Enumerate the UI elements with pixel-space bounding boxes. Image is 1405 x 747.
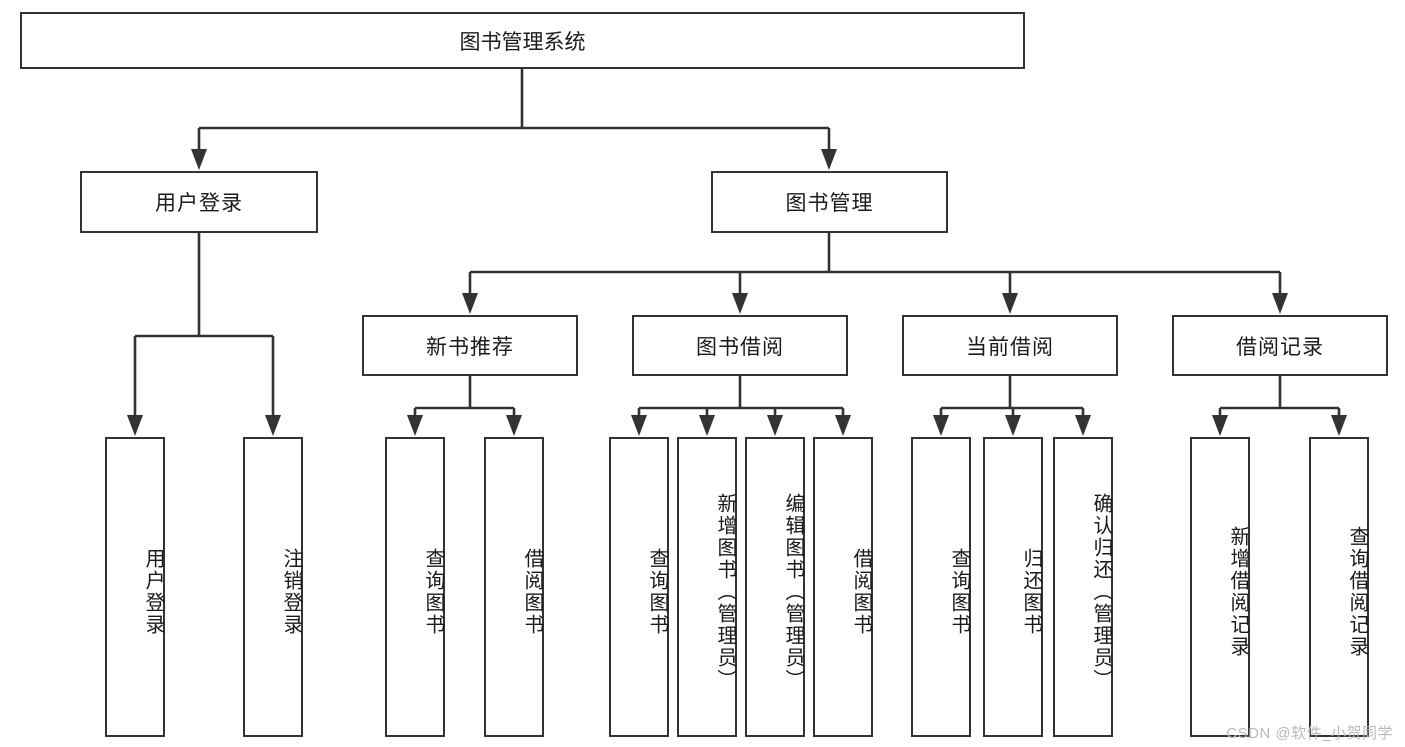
node-leaf-confirm-return-label: 确认归还（管理员） xyxy=(1090,493,1112,691)
node-new-book-recommend[interactable]: 新书推荐 xyxy=(362,315,578,376)
node-leaf-confirm-return[interactable]: 确认归还（管理员） xyxy=(1053,437,1113,737)
node-root-label: 图书管理系统 xyxy=(459,30,586,54)
node-leaf-add-book[interactable]: 新增图书（管理员） xyxy=(677,437,737,737)
watermark: CSDN @软件_小贺同学 xyxy=(1226,725,1393,742)
node-leaf-user-login-label: 用户登录 xyxy=(142,548,164,636)
node-book-manage-label: 图书管理 xyxy=(785,192,874,215)
node-leaf-borrow-book-1-label: 借阅图书 xyxy=(521,548,543,636)
node-leaf-query-book-3[interactable]: 查询图书 xyxy=(911,437,971,737)
node-root[interactable]: 图书管理系统 xyxy=(20,12,1025,69)
node-leaf-query-book-3-label: 查询图书 xyxy=(948,548,970,636)
node-leaf-query-record-label: 查询借阅记录 xyxy=(1346,526,1368,658)
node-leaf-add-record-label: 新增借阅记录 xyxy=(1227,526,1249,658)
node-user-login-label: 用户登录 xyxy=(155,192,243,215)
node-book-manage[interactable]: 图书管理 xyxy=(711,171,948,233)
node-leaf-add-book-label: 新增图书（管理员） xyxy=(714,493,736,691)
node-leaf-logout-login[interactable]: 注销登录 xyxy=(243,437,303,737)
node-borrow-record[interactable]: 借阅记录 xyxy=(1172,315,1388,376)
node-leaf-query-book-2-label: 查询图书 xyxy=(646,548,668,636)
node-user-login[interactable]: 用户登录 xyxy=(80,171,318,233)
node-new-book-recommend-label: 新书推荐 xyxy=(426,335,514,359)
node-leaf-query-book-1-label: 查询图书 xyxy=(422,548,444,636)
node-leaf-query-book-2[interactable]: 查询图书 xyxy=(609,437,669,737)
node-leaf-edit-book-label: 编辑图书（管理员） xyxy=(782,493,804,691)
node-leaf-query-book-1[interactable]: 查询图书 xyxy=(385,437,445,737)
node-leaf-borrow-book-2[interactable]: 借阅图书 xyxy=(813,437,873,737)
node-leaf-user-login[interactable]: 用户登录 xyxy=(105,437,165,737)
node-leaf-borrow-book-2-label: 借阅图书 xyxy=(850,548,872,636)
node-leaf-return-book-label: 归还图书 xyxy=(1020,548,1042,636)
node-leaf-return-book[interactable]: 归还图书 xyxy=(983,437,1043,737)
node-book-borrow-label: 图书借阅 xyxy=(696,335,784,359)
node-leaf-edit-book[interactable]: 编辑图书（管理员） xyxy=(745,437,805,737)
node-leaf-query-record[interactable]: 查询借阅记录 xyxy=(1309,437,1369,737)
node-borrow-record-label: 借阅记录 xyxy=(1236,335,1324,359)
node-current-borrow[interactable]: 当前借阅 xyxy=(902,315,1118,376)
node-leaf-borrow-book-1[interactable]: 借阅图书 xyxy=(484,437,544,737)
node-leaf-add-record[interactable]: 新增借阅记录 xyxy=(1190,437,1250,737)
node-leaf-logout-login-label: 注销登录 xyxy=(280,548,302,636)
node-book-borrow[interactable]: 图书借阅 xyxy=(632,315,848,376)
node-current-borrow-label: 当前借阅 xyxy=(966,335,1054,359)
